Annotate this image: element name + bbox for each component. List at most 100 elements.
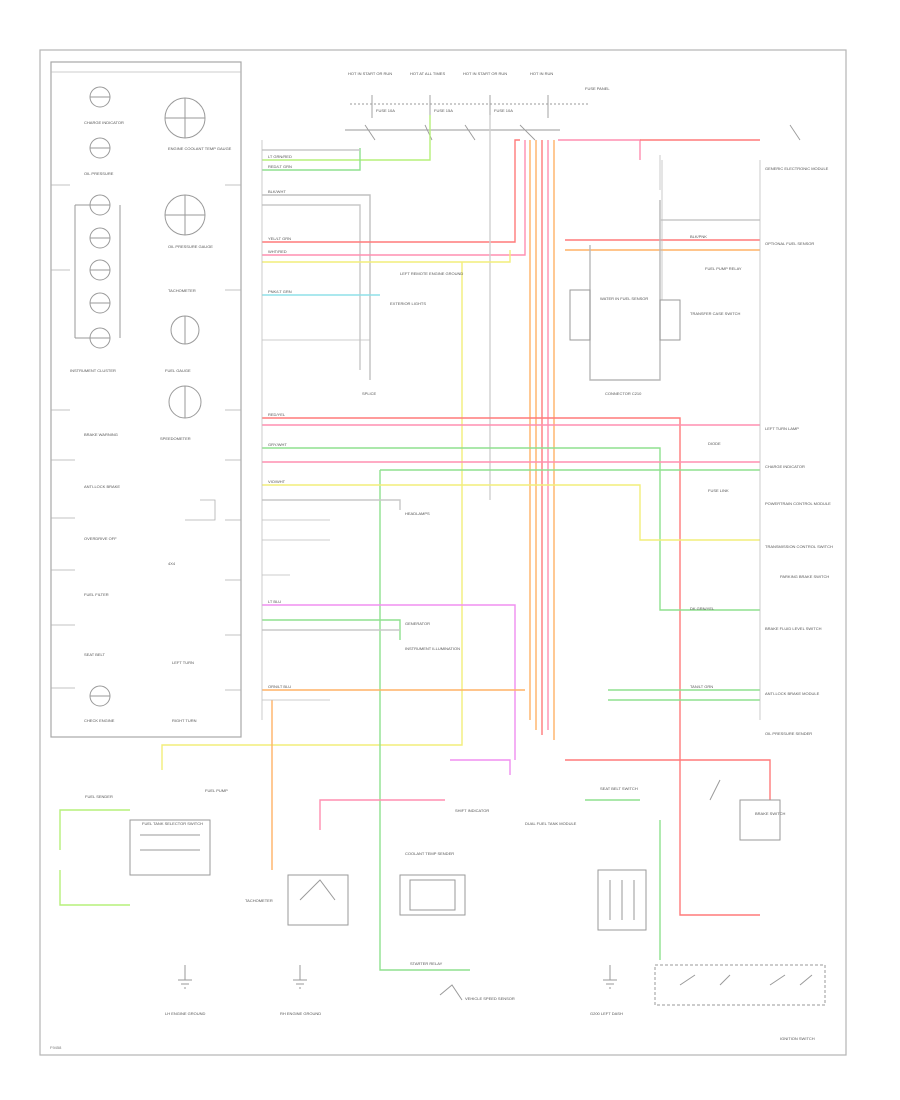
- wire-label-8: GRY/WHT: [268, 442, 287, 447]
- label-m2: EXTERIOR LIGHTS: [390, 301, 426, 306]
- wire-yellow-down: [161, 262, 463, 770]
- fuse-label-d: HOT IN RUN: [530, 71, 553, 76]
- wires: [59, 115, 771, 971]
- cluster-label-abs: ANTI-LOCK BRAKE: [84, 484, 120, 489]
- cluster-label-check-engine: CHECK ENGINE: [84, 718, 115, 723]
- label-b5: SHIFT INDICATOR: [455, 808, 489, 813]
- cluster-label-seatbelt: SEAT BELT: [84, 652, 105, 657]
- cluster-label-fuel: FUEL GAUGE: [165, 368, 191, 373]
- indicator-lamps: [74, 86, 121, 707]
- label-m9: TRANSFER CASE SWITCH: [690, 311, 741, 316]
- gauges: [164, 97, 206, 419]
- label-m5: INSTRUMENT ILLUMINATION: [405, 646, 460, 651]
- cluster-label-oil: OIL PRESSURE: [84, 171, 114, 176]
- label-m3: HEADLAMPS: [405, 511, 430, 516]
- wire-red-horiz: [262, 417, 760, 916]
- label-b4: DUAL FUEL TANK MODULE: [525, 821, 577, 826]
- wire-green-violet: [262, 619, 401, 640]
- fuse-label-c: HOT IN START OR RUN: [463, 71, 507, 76]
- label-m4: GENERATOR: [405, 621, 430, 626]
- wire-label-2: RED/LT GRN: [268, 164, 292, 169]
- wire-red-right: [558, 139, 641, 160]
- wire-label-13: DK GRN/YEL: [690, 606, 715, 611]
- wire-yellow-horiz: [262, 484, 760, 541]
- label-b14: COOLANT TEMP SENDER: [405, 851, 454, 856]
- cluster-label-brake: BRAKE WARNING: [84, 432, 118, 437]
- fuse-label-h: FUSE 10A: [494, 108, 513, 113]
- cluster-label-cluster: INSTRUMENT CLUSTER: [70, 368, 116, 373]
- label-r1: GENERIC ELECTRONIC MODULE: [765, 166, 829, 171]
- label-b10: G200 LEFT DASH: [590, 1011, 623, 1016]
- wire-label-12: BLK/PNK: [690, 234, 707, 239]
- label-b2: FUEL PUMP: [205, 788, 228, 793]
- label-r3: FUEL PUMP RELAY: [705, 266, 742, 271]
- wire-label-6: PNK/LT GRN: [268, 289, 292, 294]
- label-r9: TRANSMISSION CONTROL SWITCH: [765, 544, 833, 549]
- wire-violet-b: [450, 759, 511, 775]
- label-r4: LEFT TURN LAMP: [765, 426, 799, 431]
- label-b12: IGNITION SWITCH: [780, 1036, 815, 1041]
- label-b13: VEHICLE SPEED SENSOR: [465, 996, 515, 1001]
- wire-green-top: [262, 115, 431, 161]
- fuse-label-f: FUSE 10A: [376, 108, 395, 113]
- label-b11: STARTER RELAY: [410, 961, 443, 966]
- label-r12: ANTI-LOCK BRAKE MODULE: [765, 691, 820, 696]
- page-frame: [39, 49, 847, 1056]
- wire-green-top-b: [262, 148, 361, 171]
- wire-green-drop: [379, 470, 470, 971]
- wire-grey-b: [262, 194, 371, 380]
- harness-left: [261, 140, 761, 720]
- wire-label-11: ORN/LT BLU: [268, 684, 291, 689]
- label-b15: TACHOMETER: [245, 898, 273, 903]
- cluster-label-right-turn: RIGHT TURN: [172, 718, 197, 723]
- cluster-label-charge: CHARGE INDICATOR: [84, 120, 124, 125]
- wire-label-7: RED/YEL: [268, 412, 286, 417]
- label-m7: WATER IN FUEL SENSOR: [600, 296, 648, 301]
- wire-red-bottom: [565, 759, 771, 800]
- label-r8: POWERTRAIN CONTROL MODULE: [765, 501, 831, 506]
- label-r13: OIL PRESSURE SENDER: [765, 731, 812, 736]
- label-r10: PARKING BRAKE SWITCH: [780, 574, 829, 579]
- wire-grey-c: [262, 204, 361, 370]
- wire-pink-bottom: [319, 799, 445, 830]
- cluster-label-fuel-filter: FUEL FILTER: [84, 592, 109, 597]
- label-b7: BRAKE SWITCH: [755, 811, 786, 816]
- label-b6: SEAT BELT SWITCH: [600, 786, 638, 791]
- wire-yellow-main: [262, 250, 511, 263]
- wire-red-main: [262, 139, 520, 243]
- label-m6: SPLICE: [362, 391, 377, 396]
- cluster-label-left-turn: LEFT TURN: [172, 660, 194, 665]
- cluster-label-tach: TACHOMETER: [168, 288, 196, 293]
- cluster-label-oil-gauge: OIL PRESSURE GAUGE: [168, 244, 213, 249]
- instrument-cluster: CHARGE INDICATOR OIL PRESSURE ENGINE COO…: [50, 61, 242, 738]
- label-r11: BRAKE FLUID LEVEL SWITCH: [765, 626, 822, 631]
- cluster-label-temp: ENGINE COOLANT TEMP GAUGE: [168, 146, 232, 151]
- wire-pink-main: [262, 140, 526, 256]
- fuse-label-panel: FUSE PANEL: [585, 86, 610, 91]
- wire-label-14: TAN/LT GRN: [690, 684, 713, 689]
- label-b9: RH ENGINE GROUND: [280, 1011, 321, 1016]
- wire-violet-a: [262, 604, 516, 760]
- cluster-label-4x4: 4X4: [168, 561, 176, 566]
- wire-label-3: BLK/WHT: [268, 189, 286, 194]
- cluster-label-od: OVERDRIVE OFF: [84, 536, 117, 541]
- wire-label-4: YEL/LT GRN: [268, 236, 291, 241]
- label-b8: LH ENGINE GROUND: [165, 1011, 206, 1016]
- label-r6: FUSE LINK: [708, 488, 729, 493]
- label-r7: CHARGE INDICATOR: [765, 464, 805, 469]
- wire-green-left: [59, 809, 130, 850]
- wire-label-9: VIO/WHT: [268, 479, 286, 484]
- label-b3: FUEL TANK SELECTOR SWITCH: [142, 821, 203, 826]
- cluster-label-speedo: SPEEDOMETER: [160, 436, 191, 441]
- wire-green-horiz: [262, 447, 760, 611]
- page-code: F9458: [50, 1045, 62, 1050]
- wire-grey-right: [589, 200, 661, 381]
- wire-grey-horiz: [262, 499, 401, 510]
- fuse-label-b: HOT AT ALL TIMES: [410, 71, 445, 76]
- wire-green-left-b: [59, 870, 130, 906]
- label-m8: CONNECTOR C210: [605, 391, 642, 396]
- wire-label-1: LT GRN/RED: [268, 154, 292, 159]
- fuse-label-a: HOT IN START OR RUN: [348, 71, 392, 76]
